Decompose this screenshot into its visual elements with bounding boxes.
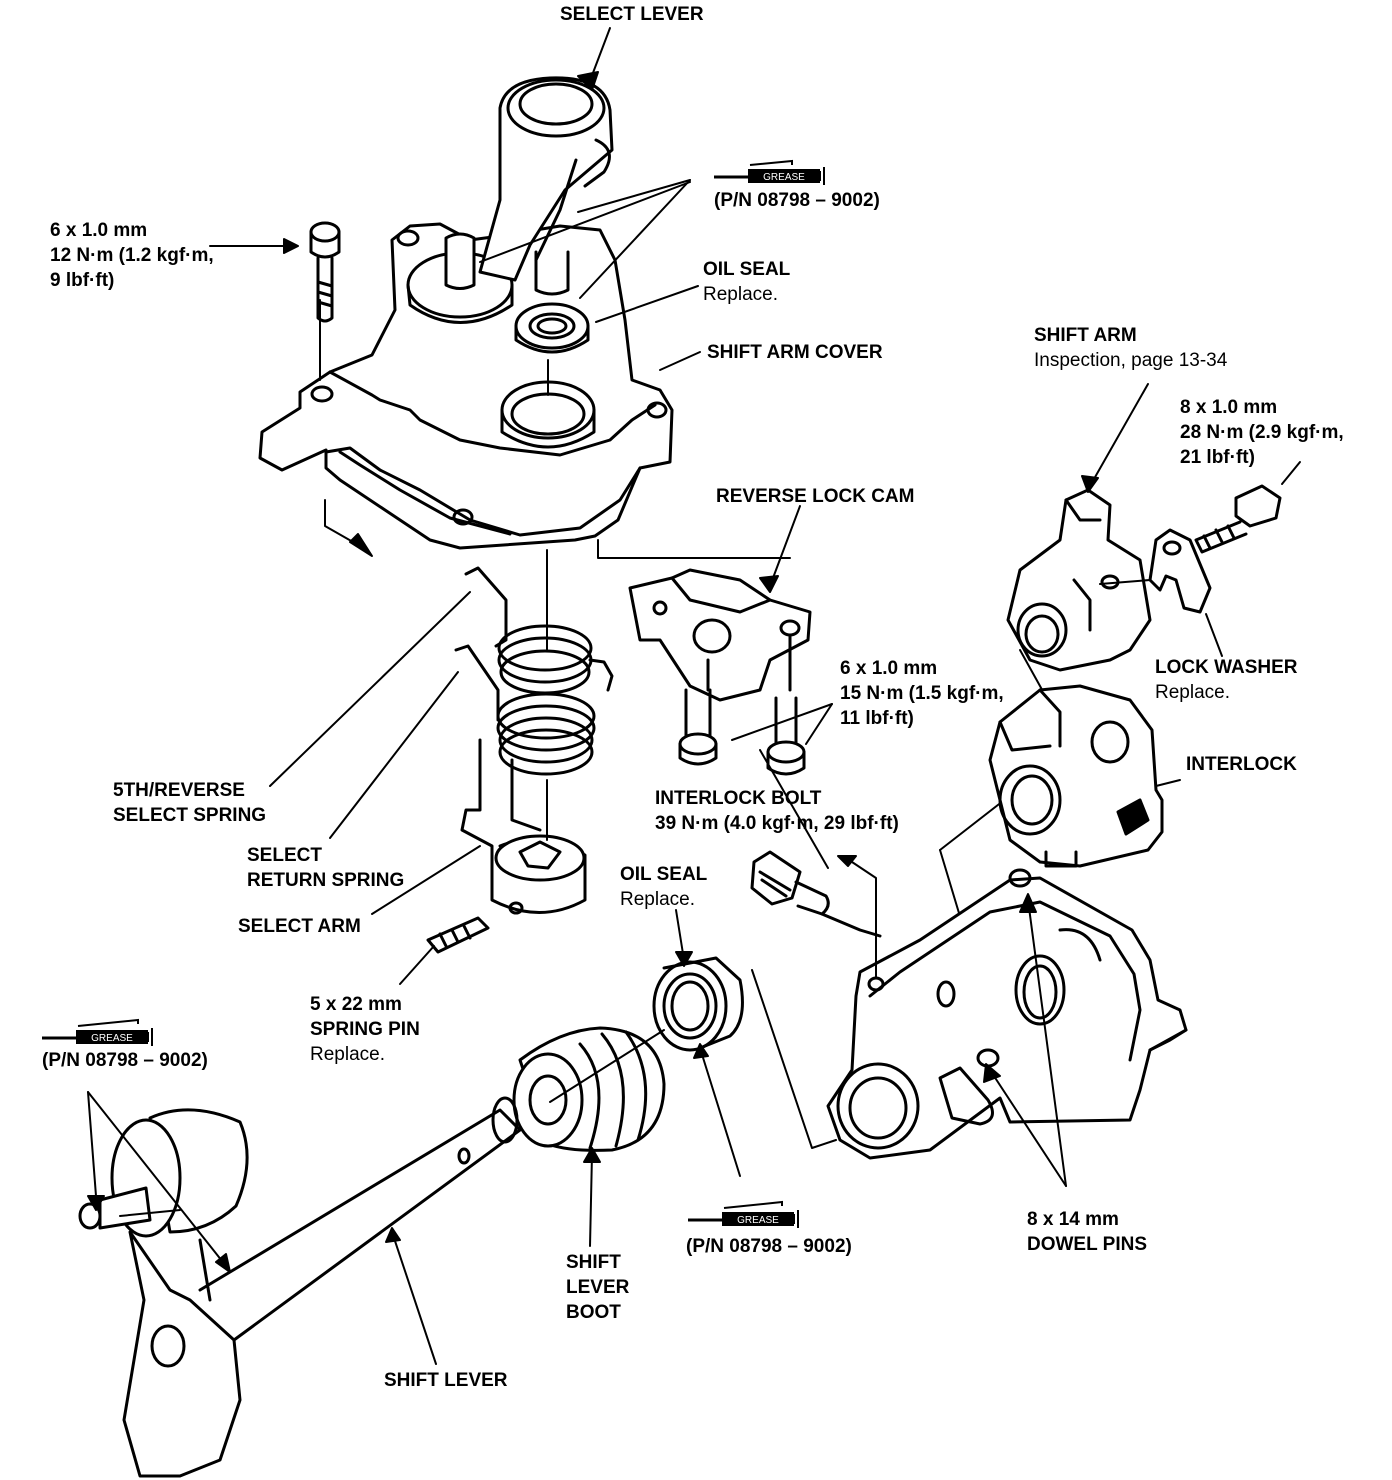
select-return-spring-line1: SELECT <box>247 845 322 866</box>
label-bolt-6x10-mid: 6 x 1.0 mm 15 N·m (1.5 kgf·m, 11 lbf·ft) <box>840 656 1004 731</box>
label-grease-top: (P/N 08798 – 9002) <box>714 188 880 213</box>
shift-arm-cover-drawing <box>258 222 674 550</box>
shift-lever-boot-line1: SHIFT <box>566 1252 621 1273</box>
label-select-return-spring: SELECT RETURN SPRING <box>247 843 404 893</box>
grease-symbol-left: GREASE <box>40 1018 170 1046</box>
oil-seal-mid-title: OIL SEAL <box>620 864 708 885</box>
interlock-bolt-drawing <box>750 850 882 938</box>
shift-lever-boot-drawing <box>512 1026 666 1152</box>
lock-washer-drawing <box>1148 528 1212 614</box>
spring-pin-title: SPRING PIN <box>310 1019 420 1040</box>
bolt-8x10-size: 8 x 1.0 mm <box>1180 397 1278 418</box>
grease-badge-bottom: GREASE <box>737 1215 779 1226</box>
label-reverse-lock-cam: REVERSE LOCK CAM <box>716 484 914 509</box>
grease-top-part-number: (P/N 08798 – 9002) <box>714 190 880 211</box>
grease-left-part-number: (P/N 08798 – 9002) <box>42 1050 208 1071</box>
lock-washer-note: Replace. <box>1155 682 1230 703</box>
shift-lever-boot-line2: LEVER <box>566 1277 630 1298</box>
shift-arm-drawing <box>1006 488 1152 672</box>
bolt-6x10-mid-size: 6 x 1.0 mm <box>840 658 938 679</box>
bolt-6x10-top-torque-2: 9 lbf·ft) <box>50 270 115 291</box>
bolt-6x10-mid-torque-1: 15 N·m (1.5 kgf·m, <box>840 683 1004 704</box>
bolt-6x10-mid-torque-2: 11 lbf·ft) <box>840 708 914 729</box>
label-lock-washer: LOCK WASHER Replace. <box>1155 655 1298 705</box>
reverse-lock-cam-drawing <box>628 568 812 776</box>
bolt-8x10-drawing <box>1194 484 1282 554</box>
leader-lines-bottom <box>87 909 741 1365</box>
label-select-lever: SELECT LEVER <box>560 2 704 27</box>
housing-drawing <box>826 868 1188 1160</box>
spring-pin-note: Replace. <box>310 1044 385 1065</box>
oil-seal-top-title: OIL SEAL <box>703 259 791 280</box>
shift-lever-title: SHIFT LEVER <box>384 1370 508 1391</box>
label-bolt-6x10-top: 6 x 1.0 mm 12 N·m (1.2 kgf·m, 9 lbf·ft) <box>50 218 214 293</box>
spring-pin-size: 5 x 22 mm <box>310 994 402 1015</box>
label-interlock-bolt: INTERLOCK BOLT 39 N·m (4.0 kgf·m, 29 lbf… <box>655 786 899 836</box>
grease-symbol-bottom: GREASE <box>686 1200 816 1228</box>
label-bolt-8x10: 8 x 1.0 mm 28 N·m (2.9 kgf·m, 21 lbf·ft) <box>1180 395 1344 470</box>
interlock-drawing <box>988 684 1164 868</box>
springs-select-arm-drawing <box>426 566 614 954</box>
bolt-8x10-torque-2: 21 lbf·ft) <box>1180 447 1255 468</box>
label-oil-seal-mid: OIL SEAL Replace. <box>620 862 707 912</box>
grease-bottom-part-number: (P/N 08798 – 9002) <box>686 1236 852 1257</box>
interlock-bolt-torque: 39 N·m (4.0 kgf·m, 29 lbf·ft) <box>655 813 899 834</box>
oil-seal-top-note: Replace. <box>703 284 778 305</box>
bolt-6x10-top-drawing <box>309 221 341 323</box>
leader-lines-top <box>209 27 791 985</box>
grease-badge-left: GREASE <box>91 1033 133 1044</box>
label-interlock: INTERLOCK <box>1186 752 1297 777</box>
select-lever-drawing <box>478 76 614 282</box>
shift-arm-cover-title: SHIFT ARM COVER <box>707 342 883 363</box>
leader-lines-housing <box>751 855 1067 1187</box>
shift-lever-boot-line3: BOOT <box>566 1302 621 1323</box>
grease-badge-top: GREASE <box>763 172 805 183</box>
label-spring-pin: 5 x 22 mm SPRING PIN Replace. <box>310 992 420 1067</box>
grease-symbol-top: GREASE <box>712 157 842 185</box>
label-shift-lever-boot: SHIFT LEVER BOOT <box>566 1250 629 1325</box>
label-oil-seal-top: OIL SEAL Replace. <box>703 257 790 307</box>
label-select-arm: SELECT ARM <box>238 914 361 939</box>
dowel-pins-size: 8 x 14 mm <box>1027 1209 1119 1230</box>
shift-arm-note: Inspection, page 13-34 <box>1034 350 1228 371</box>
select-return-spring-line2: RETURN SPRING <box>247 870 405 891</box>
oil-seal-mid-note: Replace. <box>620 889 695 910</box>
bolt-8x10-torque-1: 28 N·m (2.9 kgf·m, <box>1180 422 1344 443</box>
fifth-reverse-spring-line2: SELECT SPRING <box>113 805 267 826</box>
label-shift-arm: SHIFT ARM Inspection, page 13-34 <box>1034 323 1227 373</box>
fifth-reverse-spring-line1: 5TH/REVERSE <box>113 780 245 801</box>
bolt-6x10-top-torque-1: 12 N·m (1.2 kgf·m, <box>50 245 214 266</box>
dowel-pins-title: DOWEL PINS <box>1027 1234 1147 1255</box>
label-grease-left: (P/N 08798 – 9002) <box>42 1048 208 1073</box>
shift-lever-drawing <box>78 1096 522 1478</box>
shift-arm-title: SHIFT ARM <box>1034 325 1137 346</box>
label-grease-bottom: (P/N 08798 – 9002) <box>686 1234 852 1259</box>
select-lever-title: SELECT LEVER <box>560 4 704 25</box>
reverse-lock-cam-title: REVERSE LOCK CAM <box>716 486 915 507</box>
label-shift-lever: SHIFT LEVER <box>384 1368 508 1393</box>
interlock-bolt-title: INTERLOCK BOLT <box>655 788 822 809</box>
label-dowel-pins: 8 x 14 mm DOWEL PINS <box>1027 1207 1147 1257</box>
oil-seal-mid-drawing <box>652 956 744 1052</box>
label-shift-arm-cover: SHIFT ARM COVER <box>707 340 883 365</box>
bolt-6x10-top-size: 6 x 1.0 mm <box>50 220 148 241</box>
lock-washer-title: LOCK WASHER <box>1155 657 1298 678</box>
label-fifth-reverse-spring: 5TH/REVERSE SELECT SPRING <box>113 778 266 828</box>
leader-lines-mid <box>731 505 833 869</box>
select-arm-title: SELECT ARM <box>238 916 361 937</box>
interlock-title: INTERLOCK <box>1186 754 1297 775</box>
